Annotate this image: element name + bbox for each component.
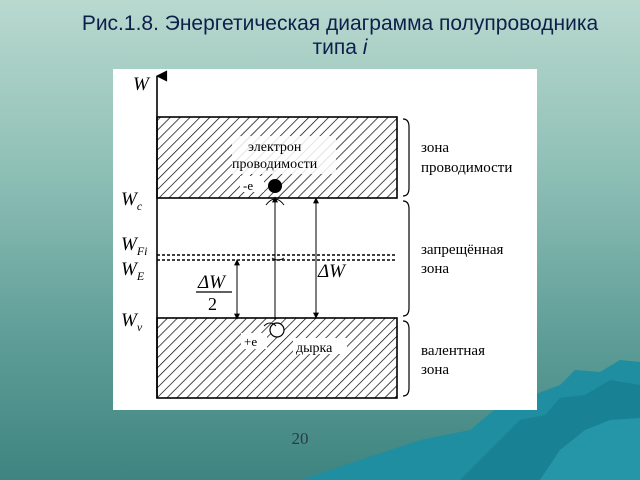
- zone-conduction-line2: проводимости: [421, 160, 512, 176]
- zone-forbidden-line1: запрещённая: [421, 242, 503, 258]
- electron-charge: -e: [243, 178, 253, 193]
- hole-circle: [269, 322, 285, 338]
- diagram-panel: W Wc WFi WE Wv электрон проводимости -e …: [113, 69, 537, 410]
- electron-dot: [268, 179, 282, 193]
- bracket-conduction: [402, 118, 410, 197]
- zone-forbidden-line2: зона: [421, 261, 449, 277]
- level-wv: Wv: [121, 310, 143, 334]
- level-wfi: WFi: [121, 234, 148, 258]
- bracket-forbidden: [402, 200, 410, 317]
- half-gap-numerator: ΔW: [197, 272, 227, 293]
- zone-valence-line1: валентная: [421, 343, 485, 359]
- zone-conduction-line1: зона: [421, 140, 449, 156]
- title-line-1: Рис.1.8. Энергетическая диаграмма полупр…: [81, 12, 599, 35]
- electron-label-line1: электрон: [248, 140, 302, 155]
- electron-label-line2: проводимости: [232, 157, 318, 172]
- hole-label: дырка: [296, 341, 333, 356]
- zone-valence-line2: зона: [421, 362, 449, 378]
- title-line-2-text: типа: [312, 36, 363, 59]
- level-wc: Wc: [121, 189, 143, 213]
- page-number: 20: [291, 429, 309, 448]
- gap-label: ΔW: [317, 261, 347, 282]
- axis-label-w: W: [133, 74, 151, 95]
- bracket-valence: [402, 320, 410, 397]
- title-line-2-italic: i: [362, 36, 368, 59]
- level-we: WE: [121, 259, 145, 283]
- energy-diagram: W Wc WFi WE Wv электрон проводимости -e …: [121, 70, 512, 399]
- title-line-2: типа i: [60, 36, 620, 60]
- slide-title: Рис.1.8. Энергетическая диаграмма полупр…: [60, 12, 620, 60]
- hole-charge: +e: [244, 334, 257, 349]
- half-gap-denominator: 2: [208, 294, 217, 314]
